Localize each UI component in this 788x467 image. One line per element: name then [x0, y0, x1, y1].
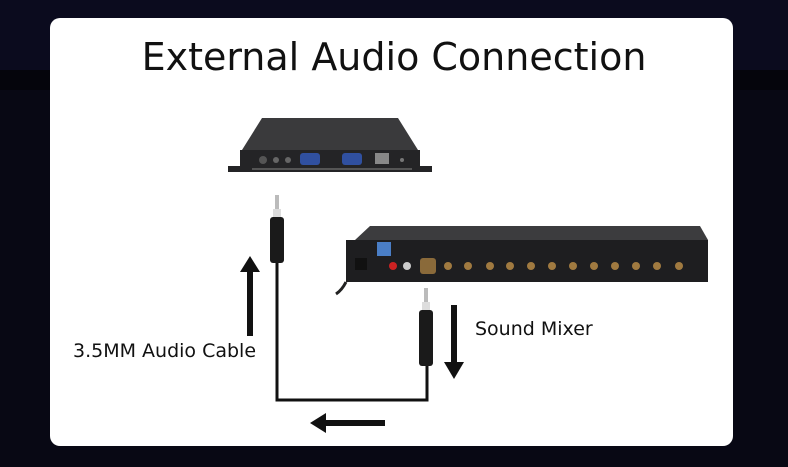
audio-cable [275, 263, 429, 402]
cable-label: 3.5MM Audio Cable [73, 340, 257, 362]
player-box-device [228, 118, 432, 172]
page-title: External Audio Connection [141, 35, 647, 79]
arrow-down-icon [444, 305, 464, 379]
audio-plug [419, 288, 433, 366]
arrow-left-icon [310, 413, 385, 433]
mixer-label: Sound Mixer [475, 318, 593, 340]
arrow-up-icon [240, 256, 260, 336]
audio-plug [270, 195, 284, 263]
sound-mixer-device [335, 226, 708, 296]
